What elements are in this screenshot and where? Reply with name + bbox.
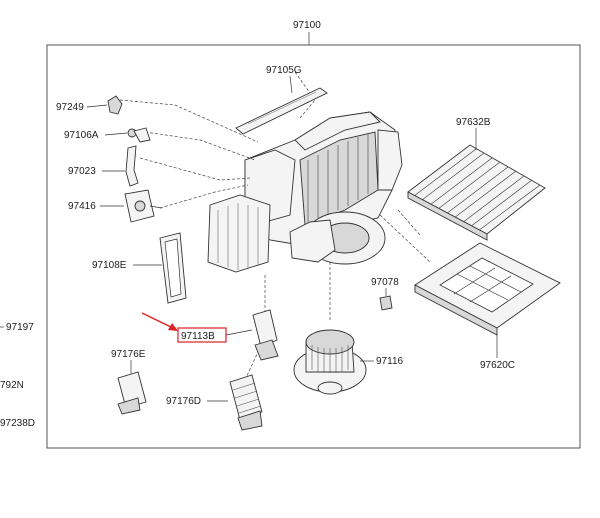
leader-97106A bbox=[104, 132, 128, 136]
label-97023[interactable]: 97023 bbox=[68, 166, 96, 177]
label-97632B[interactable]: 97632B bbox=[456, 117, 491, 128]
part-97632B[interactable] bbox=[407, 144, 546, 241]
part-97116[interactable] bbox=[293, 329, 367, 395]
label-97108E[interactable]: 97108E bbox=[92, 260, 127, 271]
label-97416[interactable]: 97416 bbox=[68, 201, 96, 212]
leader-97113B bbox=[225, 329, 253, 336]
label-97116[interactable]: 97116 bbox=[376, 356, 404, 367]
label-97106A[interactable]: 97106A bbox=[64, 130, 99, 141]
label-97105G[interactable]: 97105G bbox=[266, 65, 302, 76]
part-97176E[interactable] bbox=[117, 371, 147, 415]
label-assembly[interactable]: 97100 bbox=[293, 20, 321, 31]
label-outside-1[interactable]: 97197 bbox=[6, 322, 34, 333]
label-97176E[interactable]: 97176E bbox=[111, 349, 146, 360]
part-97078[interactable] bbox=[379, 295, 393, 311]
assembly-lines bbox=[119, 71, 431, 381]
part-97108E[interactable] bbox=[159, 232, 187, 304]
label-97176D[interactable]: 97176D bbox=[166, 396, 201, 407]
diagram-frame bbox=[46, 44, 581, 449]
leader-97249 bbox=[86, 104, 108, 108]
leader-97105G bbox=[289, 75, 293, 94]
part-97106A[interactable] bbox=[127, 127, 151, 143]
part-97023[interactable] bbox=[125, 145, 139, 187]
label-97078[interactable]: 97078 bbox=[371, 277, 399, 288]
part-97105G[interactable] bbox=[235, 87, 328, 135]
hvac-case[interactable] bbox=[207, 111, 403, 273]
part-97249[interactable] bbox=[107, 95, 123, 115]
highlight-arrowhead bbox=[168, 323, 178, 331]
highlight-arrow bbox=[141, 312, 174, 329]
label-outside-2[interactable]: 792N bbox=[0, 380, 24, 391]
part-97620C[interactable] bbox=[414, 242, 561, 336]
label-97620C[interactable]: 97620C bbox=[480, 360, 515, 371]
part-97176D[interactable] bbox=[229, 374, 263, 431]
label-97113B[interactable]: 97113B bbox=[181, 331, 215, 342]
part-97416[interactable] bbox=[124, 189, 163, 223]
label-outside-3[interactable]: 97238D bbox=[0, 418, 35, 429]
label-97249[interactable]: 97249 bbox=[56, 102, 84, 113]
part-97113B[interactable] bbox=[252, 309, 279, 361]
